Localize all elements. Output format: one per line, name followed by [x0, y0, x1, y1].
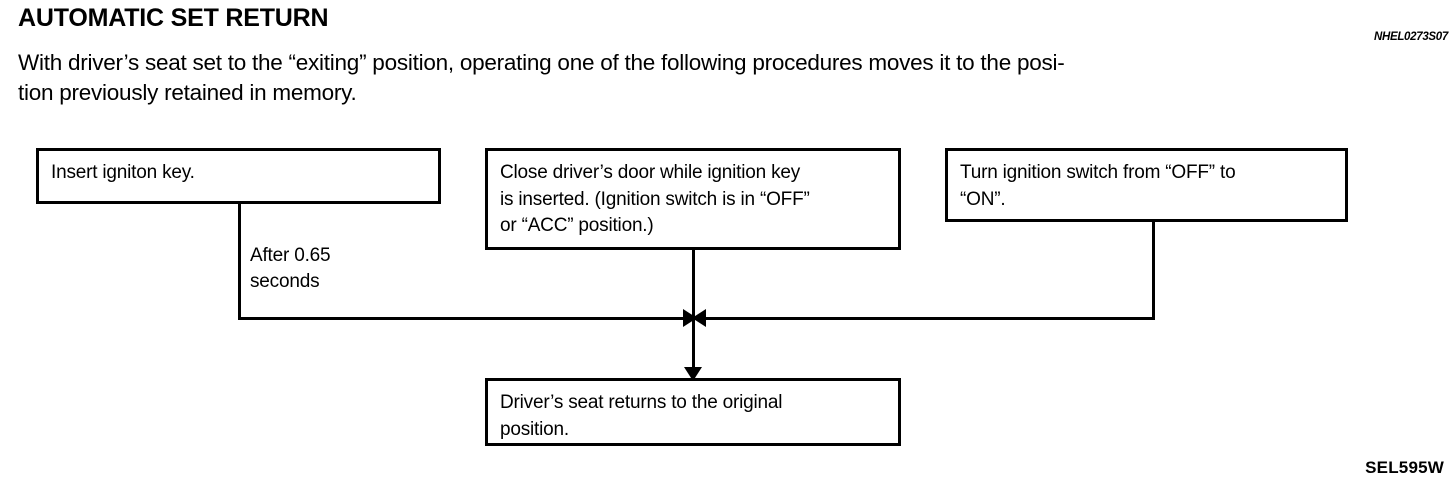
connector-right-horizontal	[705, 317, 1155, 320]
connector-left-horizontal	[238, 317, 684, 320]
flow-box-line: Driver’s seat returns to the original	[500, 392, 783, 413]
flow-box-turn-switch: Turn ignition switch from “OFF” to “ON”.	[945, 148, 1348, 222]
connector-left-vertical	[238, 203, 241, 320]
intro-line-1: With driver’s seat set to the “exiting” …	[18, 50, 1065, 75]
flow-box-seat-returns: Driver’s seat returns to the original po…	[485, 378, 901, 446]
page-title: AUTOMATIC SET RETURN	[18, 4, 329, 32]
intro-paragraph: With driver’s seat set to the “exiting” …	[18, 48, 1438, 108]
flow-box-close-door: Close driver’s door while ignition key i…	[485, 148, 901, 250]
flow-box-line: Insert igniton key.	[51, 162, 195, 183]
arrow-left-icon	[692, 309, 706, 327]
delay-label-line-1: After 0.65	[250, 245, 331, 266]
sheet-code: SEL595W	[1365, 458, 1444, 477]
flow-box-line: Turn ignition switch from “OFF” to	[960, 162, 1236, 183]
flow-box-line: position.	[500, 418, 569, 440]
connector-middle-vertical	[692, 249, 695, 371]
reference-code: NHEL0273S07	[1373, 31, 1448, 43]
connector-right-vertical	[1152, 221, 1155, 320]
flow-box-line: “ON”.	[960, 188, 1006, 210]
flow-box-insert-key: Insert igniton key.	[36, 148, 441, 204]
flow-box-line: or “ACC” position.)	[500, 215, 654, 236]
delay-label: After 0.65 seconds	[250, 243, 331, 295]
flow-box-line: Close driver’s door while ignition key	[500, 162, 801, 183]
flow-box-line: is inserted. (Ignition switch is in “OFF…	[500, 188, 810, 210]
delay-label-line-2: seconds	[250, 271, 320, 292]
intro-line-2: tion previously retained in memory.	[18, 80, 357, 105]
arrow-down-icon	[684, 367, 702, 381]
